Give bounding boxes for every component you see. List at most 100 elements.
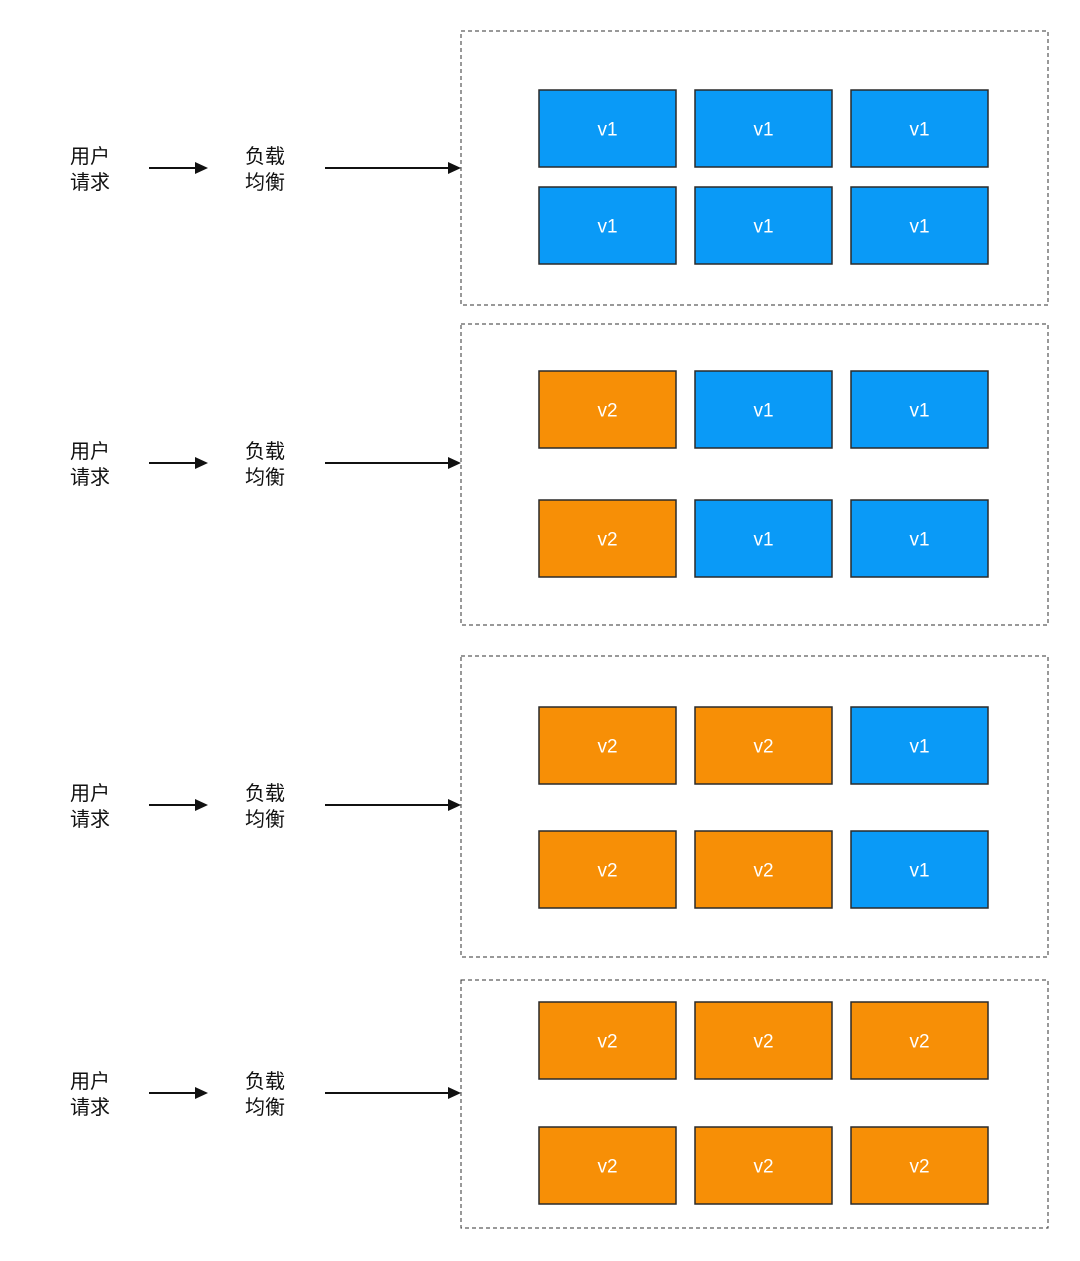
- server-instance: v2: [694, 706, 833, 785]
- server-box-v1: [850, 370, 989, 449]
- server-version-label: v1: [909, 861, 929, 882]
- server-box-v2: [538, 1126, 677, 1205]
- arrow-head-icon: [195, 799, 208, 811]
- load-balancer-label-line1: 负载: [245, 781, 285, 805]
- server-instance: v1: [694, 186, 833, 265]
- server-version-label: v2: [753, 1157, 773, 1178]
- load-balancer-label-line2: 均衡: [245, 465, 285, 489]
- server-version-label: v1: [909, 530, 929, 551]
- server-version-label: v2: [909, 1032, 929, 1053]
- server-version-label: v1: [753, 120, 773, 141]
- arrow-head-icon: [448, 799, 461, 811]
- server-box-v1: [694, 370, 833, 449]
- server-version-label: v2: [753, 861, 773, 882]
- server-version-label: v1: [909, 737, 929, 758]
- user-request-label-line2: 请求: [70, 1095, 110, 1119]
- server-box-v2: [850, 1001, 989, 1080]
- server-box-v1: [694, 89, 833, 168]
- server-instance: v2: [694, 830, 833, 909]
- server-box-v2: [538, 1001, 677, 1080]
- server-instance: v1: [850, 89, 989, 168]
- user-request-label-line1: 用户: [70, 1069, 110, 1093]
- server-box-v2: [538, 706, 677, 785]
- server-box-v1: [850, 186, 989, 265]
- server-version-label: v2: [753, 1032, 773, 1053]
- server-instance: v1: [538, 186, 677, 265]
- server-box-v1: [694, 499, 833, 578]
- arrow-head-icon: [448, 162, 461, 174]
- server-instance: v2: [694, 1126, 833, 1205]
- arrow-head-icon: [195, 162, 208, 174]
- server-version-label: v1: [753, 401, 773, 422]
- server-box-v1: [538, 89, 677, 168]
- server-version-label: v2: [597, 1157, 617, 1178]
- server-box-v2: [538, 370, 677, 449]
- server-cluster-boundary: [460, 323, 1049, 626]
- server-instance: v1: [694, 499, 833, 578]
- load-balancer-label-line2: 均衡: [245, 807, 285, 831]
- server-version-label: v1: [909, 217, 929, 238]
- server-box-v1: [538, 186, 677, 265]
- server-box-v2: [694, 830, 833, 909]
- server-instance: v2: [538, 1001, 677, 1080]
- arrow-head-icon: [448, 457, 461, 469]
- server-instance: v1: [850, 370, 989, 449]
- load-balancer-label-line2: 均衡: [245, 1095, 285, 1119]
- server-box-v2: [694, 706, 833, 785]
- user-request-label-line2: 请求: [70, 807, 110, 831]
- server-box-v2: [538, 830, 677, 909]
- user-request-label-line2: 请求: [70, 170, 110, 194]
- server-box-v2: [538, 499, 677, 578]
- server-cluster-boundary: [460, 30, 1049, 306]
- user-request-label-line1: 用户: [70, 144, 110, 168]
- server-version-label: v1: [909, 120, 929, 141]
- server-instance: v2: [850, 1126, 989, 1205]
- server-instance: v2: [538, 1126, 677, 1205]
- server-version-label: v1: [597, 217, 617, 238]
- load-balancer-label-line1: 负载: [245, 439, 285, 463]
- server-version-label: v2: [597, 401, 617, 422]
- server-instance: v2: [850, 1001, 989, 1080]
- server-instance: v2: [694, 1001, 833, 1080]
- server-box-v2: [694, 1001, 833, 1080]
- server-version-label: v2: [597, 1032, 617, 1053]
- server-version-label: v2: [909, 1157, 929, 1178]
- server-instance: v1: [850, 706, 989, 785]
- server-instance: v1: [850, 499, 989, 578]
- server-box-v1: [850, 499, 989, 578]
- server-version-label: v2: [597, 530, 617, 551]
- server-box-v2: [694, 1126, 833, 1205]
- server-version-label: v2: [753, 737, 773, 758]
- load-balancer-label-line1: 负载: [245, 144, 285, 168]
- server-version-label: v1: [597, 120, 617, 141]
- server-box-v1: [850, 830, 989, 909]
- load-balancer-label-line1: 负载: [245, 1069, 285, 1093]
- server-instance: v1: [538, 89, 677, 168]
- server-version-label: v2: [597, 737, 617, 758]
- arrow-head-icon: [195, 1087, 208, 1099]
- server-version-label: v1: [753, 530, 773, 551]
- server-box-v1: [850, 89, 989, 168]
- server-cluster-boundary: [460, 979, 1049, 1229]
- user-request-label-line1: 用户: [70, 781, 110, 805]
- server-box-v1: [850, 706, 989, 785]
- server-instance: v1: [694, 89, 833, 168]
- server-box-v1: [694, 186, 833, 265]
- arrow-head-icon: [448, 1087, 461, 1099]
- server-instance: v2: [538, 706, 677, 785]
- server-instance: v2: [538, 370, 677, 449]
- user-request-label-line2: 请求: [70, 465, 110, 489]
- server-version-label: v2: [597, 861, 617, 882]
- server-cluster-boundary: [460, 655, 1049, 958]
- server-instance: v1: [694, 370, 833, 449]
- server-version-label: v1: [753, 217, 773, 238]
- server-box-v2: [850, 1126, 989, 1205]
- user-request-label-line1: 用户: [70, 439, 110, 463]
- server-version-label: v1: [909, 401, 929, 422]
- arrow-head-icon: [195, 457, 208, 469]
- server-instance: v2: [538, 499, 677, 578]
